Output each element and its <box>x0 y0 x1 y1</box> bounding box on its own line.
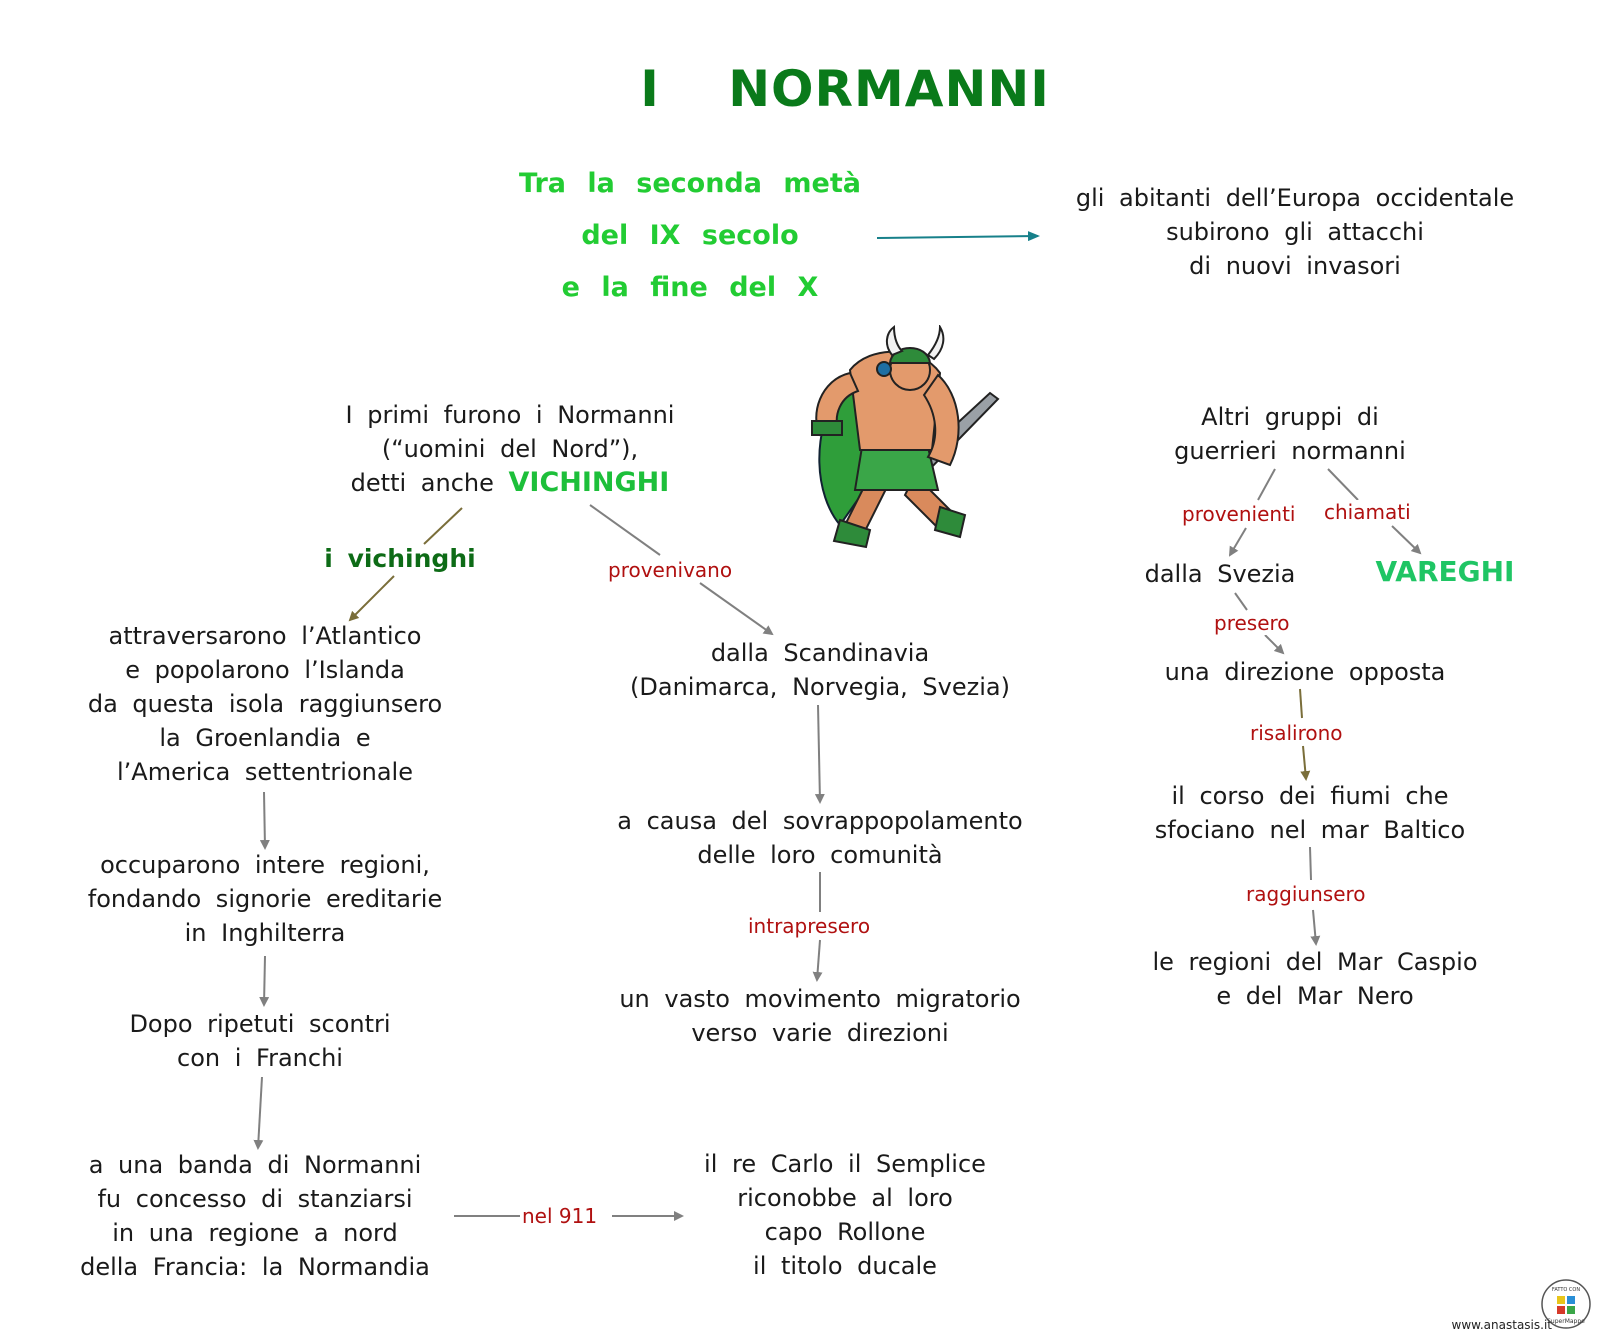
edge-vichinghi-label <box>423 507 463 545</box>
invaders-line: gli abitanti dell’Europa occidentale <box>1075 184 1515 212</box>
edge-fiumi-raggiunsero <box>1309 846 1312 881</box>
carlo-node: il re Carlo il Semplice riconobbe al lor… <box>660 1147 1030 1283</box>
page-title: I NORMANNI <box>640 60 1050 118</box>
link-chiamati: chiamati <box>1322 500 1413 524</box>
link-presero: presero <box>1212 611 1292 635</box>
altri-line: Altri gruppi di <box>1201 403 1379 431</box>
carlo-line: il re Carlo il Semplice <box>704 1150 986 1178</box>
carlo-line: capo Rollone <box>764 1218 926 1246</box>
edge-intrapresero-movimento <box>812 939 823 982</box>
causa-node: a causa del sovrappopolamento delle loro… <box>580 804 1060 872</box>
direzione-node: una direzione opposta <box>1164 658 1446 686</box>
invaders-node: gli abitanti dell’Europa occidentale sub… <box>1035 181 1555 283</box>
fiumi-node: il corso dei fiumi che sfociano nel mar … <box>1130 779 1490 847</box>
edge-atlantico-occuparono <box>259 791 270 850</box>
link-provenivano: provenivano <box>606 558 735 582</box>
intro-node: Tra la seconda metà del IX secolo e la f… <box>470 158 910 314</box>
edge-occuparono-scontri <box>259 955 270 1007</box>
svezia-node: dalla Svezia <box>1144 560 1296 588</box>
edge-chiamati-vareghi <box>1391 525 1422 555</box>
link-risalirono: risalirono <box>1248 721 1345 745</box>
link-raggiunsero: raggiunsero <box>1244 882 1368 906</box>
movimento-line: un vasto movimento migratorio <box>619 985 1021 1013</box>
atlantico-line: la Groenlandia e <box>159 724 371 752</box>
scontri-line: con i Franchi <box>177 1044 343 1072</box>
scandinavia-node: dalla Scandinavia (Danimarca, Norvegia, … <box>595 636 1045 704</box>
banda-line: della Francia: la Normandia <box>80 1253 430 1281</box>
edge-altri-provenienti <box>1257 468 1276 501</box>
primi-line-2: (“uomini del Nord”), <box>381 435 639 463</box>
scandinavia-line: dalla Scandinavia <box>710 639 930 667</box>
causa-line: a causa del sovrappopolamento <box>617 807 1023 835</box>
carlo-line: il titolo ducale <box>753 1252 937 1280</box>
occuparono-line: fondando signorie ereditarie <box>87 885 443 913</box>
edge-scontri-banda <box>253 1076 264 1150</box>
edge-label-atlantico <box>348 575 395 622</box>
fiumi-line: sfociano nel mar Baltico <box>1154 816 1466 844</box>
vareghi-node: VAREGHI <box>1350 555 1540 590</box>
edge-svezia-presero <box>1234 592 1248 611</box>
primi-node: I primi furono i Normanni (“uomini del N… <box>295 398 725 500</box>
banda-line: a una banda di Normanni <box>88 1151 422 1179</box>
vichinghi-highlight: VICHINGHI <box>508 467 670 498</box>
edge-provenivano-scandinavia <box>699 582 774 636</box>
edge-risalirono-fiumi <box>1300 745 1311 781</box>
altri-line: guerrieri normanni <box>1174 437 1406 465</box>
edge-presero-direzione <box>1264 634 1285 655</box>
scandinavia-line: (Danimarca, Norvegia, Svezia) <box>630 673 1010 701</box>
atlantico-line: attraversarono l’Atlantico <box>108 622 422 650</box>
edge-raggiunsero-caspio <box>1310 909 1321 946</box>
causa-line: delle loro comunità <box>697 841 943 869</box>
link-nel911: nel 911 <box>520 1204 600 1228</box>
primi-line-3-prefix: detti anche <box>350 469 494 497</box>
atlantico-node: attraversarono l’Atlantico e popolarono … <box>50 619 480 789</box>
viking-warrior-icon <box>811 325 1000 549</box>
banda-line: in una regione a nord <box>112 1219 398 1247</box>
occuparono-line: in Inghilterra <box>184 919 346 947</box>
intro-line: del IX secolo <box>581 220 799 251</box>
invaders-line: di nuovi invasori <box>1189 252 1401 280</box>
occuparono-node: occuparono intere regioni, fondando sign… <box>50 848 480 950</box>
vareghi-highlight: VAREGHI <box>1375 555 1515 588</box>
edge-altri-chiamati <box>1327 468 1359 501</box>
movimento-node: un vasto movimento migratorio verso vari… <box>575 982 1065 1050</box>
banda-line: fu concesso di stanziarsi <box>97 1185 413 1213</box>
primi-line-1: I primi furono i Normanni <box>345 401 675 429</box>
atlantico-line: l’America settentrionale <box>117 758 413 786</box>
link-provenienti: provenienti <box>1180 502 1298 526</box>
edge-intro-invaders <box>876 231 1040 242</box>
edge-provenienti-svezia <box>1228 527 1247 557</box>
intro-line: e la fine del X <box>561 272 819 303</box>
occuparono-line: occuparono intere regioni, <box>100 851 430 879</box>
edge-vichinghi-provenivano <box>589 504 661 556</box>
altri-node: Altri gruppi di guerrieri normanni <box>1140 400 1440 468</box>
svg-text:FATTO CON: FATTO CON <box>1552 1287 1580 1293</box>
edge-scandinavia-causa <box>814 704 825 804</box>
footer-url[interactable]: www.anastasis.it <box>1451 1318 1552 1332</box>
invaders-line: subirono gli attacchi <box>1166 218 1424 246</box>
scontri-line: Dopo ripetuti scontri <box>129 1010 391 1038</box>
svg-text:SuperMappe: SuperMappe <box>1547 1318 1585 1325</box>
atlantico-line: da questa isola raggiunsero <box>87 690 443 718</box>
fiumi-line: il corso dei fiumi che <box>1171 782 1449 810</box>
edge-direzione-risalirono <box>1299 688 1303 719</box>
primi-line-3: detti anche VICHINGHI <box>295 466 725 500</box>
intro-line: Tra la seconda metà <box>519 168 861 199</box>
caspio-line: le regioni del Mar Caspio <box>1152 948 1478 976</box>
movimento-line: verso varie direzioni <box>691 1019 949 1047</box>
atlantico-line: e popolarono l’Islanda <box>125 656 405 684</box>
supermappe-badge-icon: FATTO CON SuperMappe <box>1541 1279 1591 1329</box>
scontri-node: Dopo ripetuti scontri con i Franchi <box>70 1007 450 1075</box>
carlo-line: riconobbe al loro <box>737 1184 953 1212</box>
caspio-line: e del Mar Nero <box>1216 982 1414 1010</box>
link-intrapresero: intrapresero <box>746 914 873 938</box>
vichinghi-label: i vichinghi <box>324 544 476 573</box>
banda-node: a una banda di Normanni fu concesso di s… <box>40 1148 470 1284</box>
caspio-node: le regioni del Mar Caspio e del Mar Nero <box>1130 945 1500 1013</box>
